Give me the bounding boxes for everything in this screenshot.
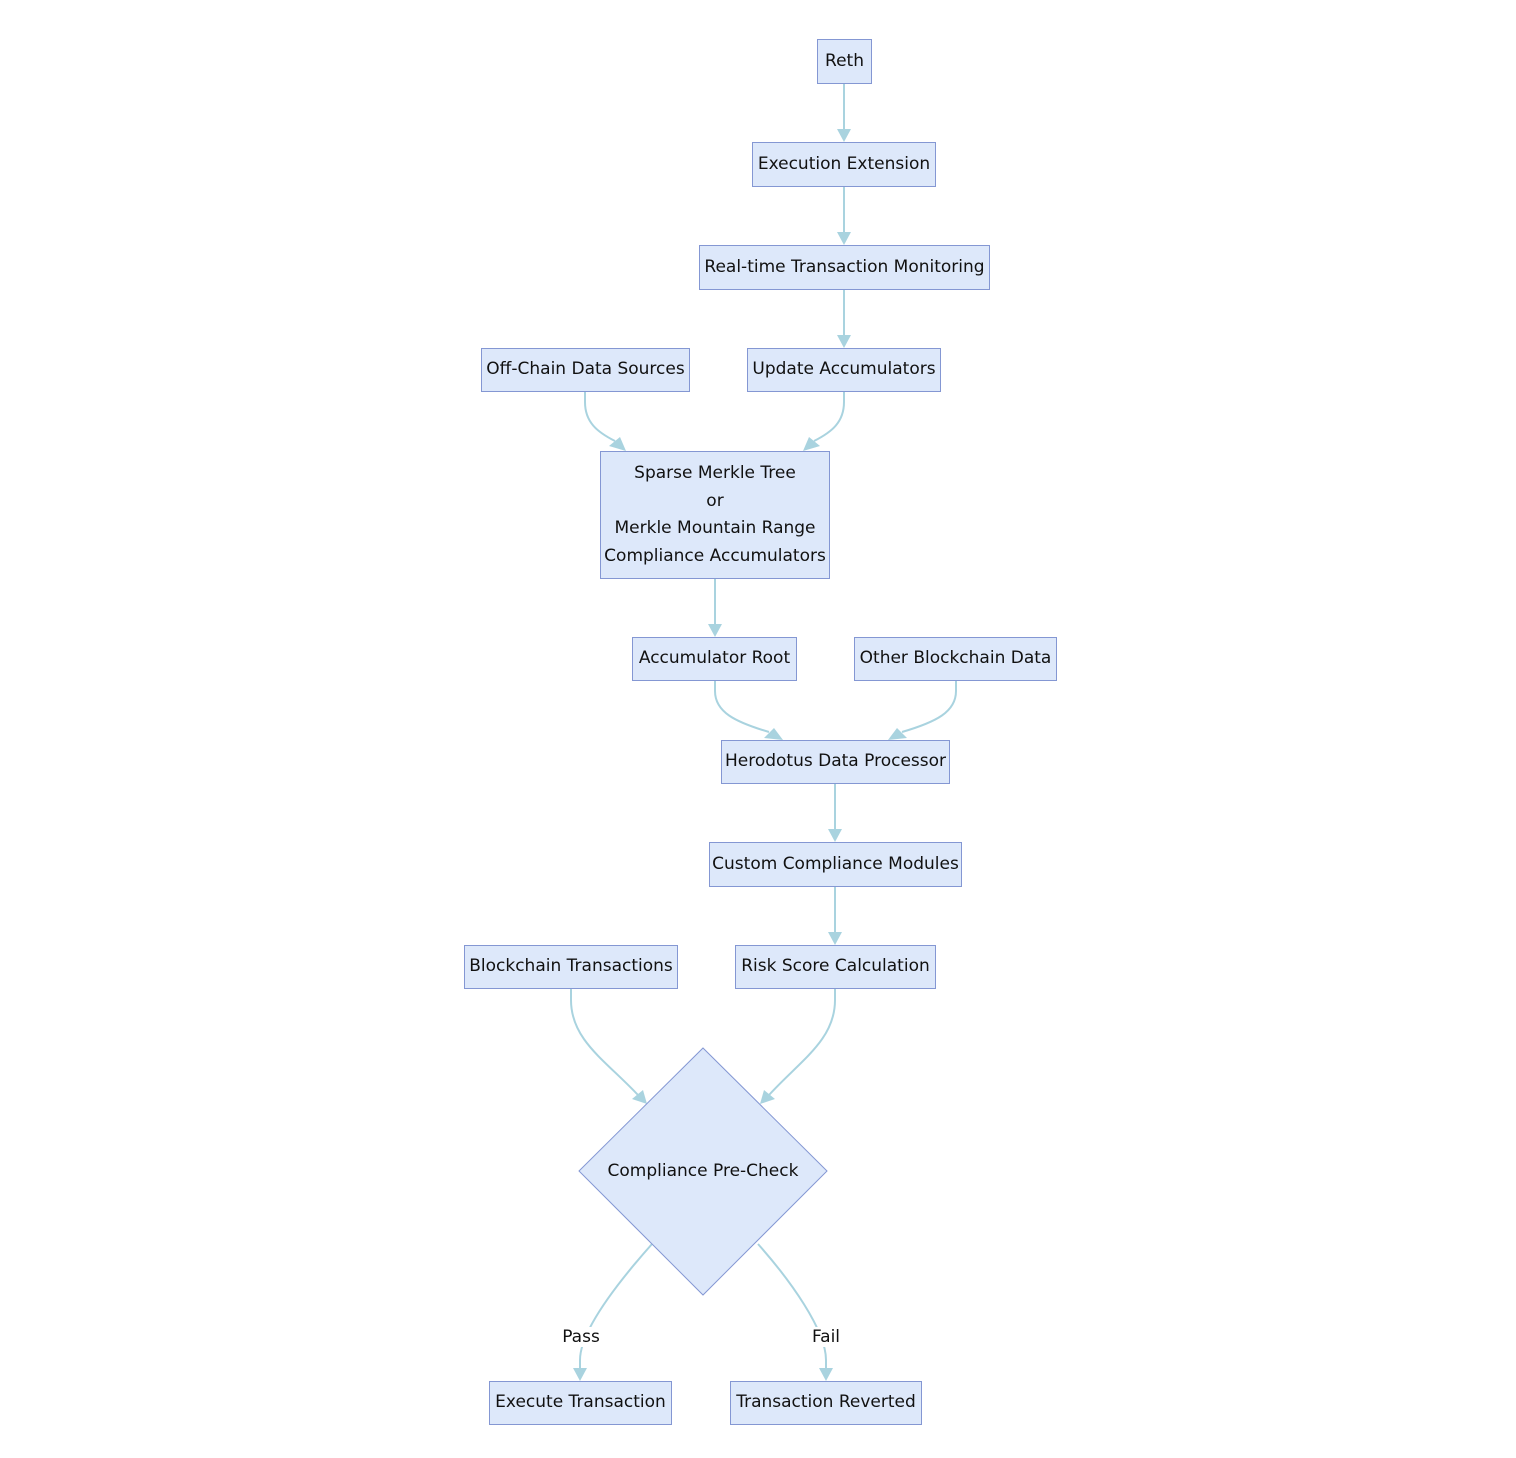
node-offchain-data-sources-label: Off-Chain Data Sources [486,359,685,380]
edge-precheck-execute [579,1243,653,1370]
node-update-accumulators-label: Update Accumulators [752,359,936,380]
node-custom-compliance-modules: Custom Compliance Modules [709,842,962,887]
node-other-blockchain-data: Other Blockchain Data [854,637,1057,681]
compliance-precheck-diamond [578,1047,828,1296]
node-reth: Reth [817,39,872,84]
arrowhead [609,437,626,451]
node-reth-label: Reth [825,50,864,71]
arrowhead [828,829,842,842]
node-realtime-monitoring: Real-time Transaction Monitoring [699,245,990,290]
smt-label-line-3: Merkle Mountain Range [614,518,816,538]
node-offchain-data-sources: Off-Chain Data Sources [481,348,690,392]
arrowhead [837,232,851,245]
node-custom-compliance-modules-label: Custom Compliance Modules [712,853,959,874]
edge-risk-precheck [768,989,836,1096]
edge-offchain-smt [584,392,616,442]
node-herodotus-data-processor: Herodotus Data Processor [721,740,950,784]
arrowhead [708,624,722,637]
edge-label-fail: Fail [809,1327,843,1347]
arrowhead [828,932,842,945]
node-transaction-reverted: Transaction Reverted [730,1381,922,1425]
node-execution-extension: Execution Extension [752,142,936,187]
node-risk-score-calculation-label: Risk Score Calculation [741,956,930,977]
node-blockchain-transactions-label: Blockchain Transactions [469,956,673,977]
arrowhead [837,335,851,348]
edge-root-herodotus [714,681,770,733]
edge-txs-precheck [570,989,639,1096]
edge-update-smt [813,392,845,442]
arrowhead [760,1090,775,1104]
compliance-precheck-label: Compliance Pre-Check [608,1161,799,1181]
arrowhead [819,1368,833,1381]
edge-label-pass: Pass [560,1327,602,1347]
smt-label-line-4: Compliance Accumulators [604,545,826,566]
node-accumulator-root: Accumulator Root [632,637,797,681]
node-update-accumulators: Update Accumulators [747,348,941,392]
node-blockchain-transactions: Blockchain Transactions [464,945,678,989]
smt-label-line-2: or [706,490,724,511]
node-transaction-reverted-label: Transaction Reverted [736,1392,916,1413]
arrowhead [764,728,783,740]
node-execute-transaction-label: Execute Transaction [495,1392,666,1413]
edge-other-herodotus [901,681,957,733]
arrowhead [888,728,907,740]
node-compliance-accumulators: Sparse Merkle Tree or Merkle Mountain Ra… [600,451,830,579]
arrowhead [632,1090,647,1104]
node-risk-score-calculation: Risk Score Calculation [735,945,936,989]
arrowhead [573,1368,587,1381]
arrowhead [803,437,820,451]
node-realtime-monitoring-label: Real-time Transaction Monitoring [704,256,985,277]
smt-label-line-1: Sparse Merkle Tree [634,463,796,483]
arrowhead [837,129,851,142]
node-execution-extension-label: Execution Extension [757,153,931,174]
edge-precheck-reverted [757,1243,827,1370]
node-accumulator-root-label: Accumulator Root [638,648,791,669]
node-execute-transaction: Execute Transaction [489,1381,672,1425]
node-other-blockchain-data-label: Other Blockchain Data [859,648,1052,669]
node-herodotus-data-processor-label: Herodotus Data Processor [724,751,947,772]
